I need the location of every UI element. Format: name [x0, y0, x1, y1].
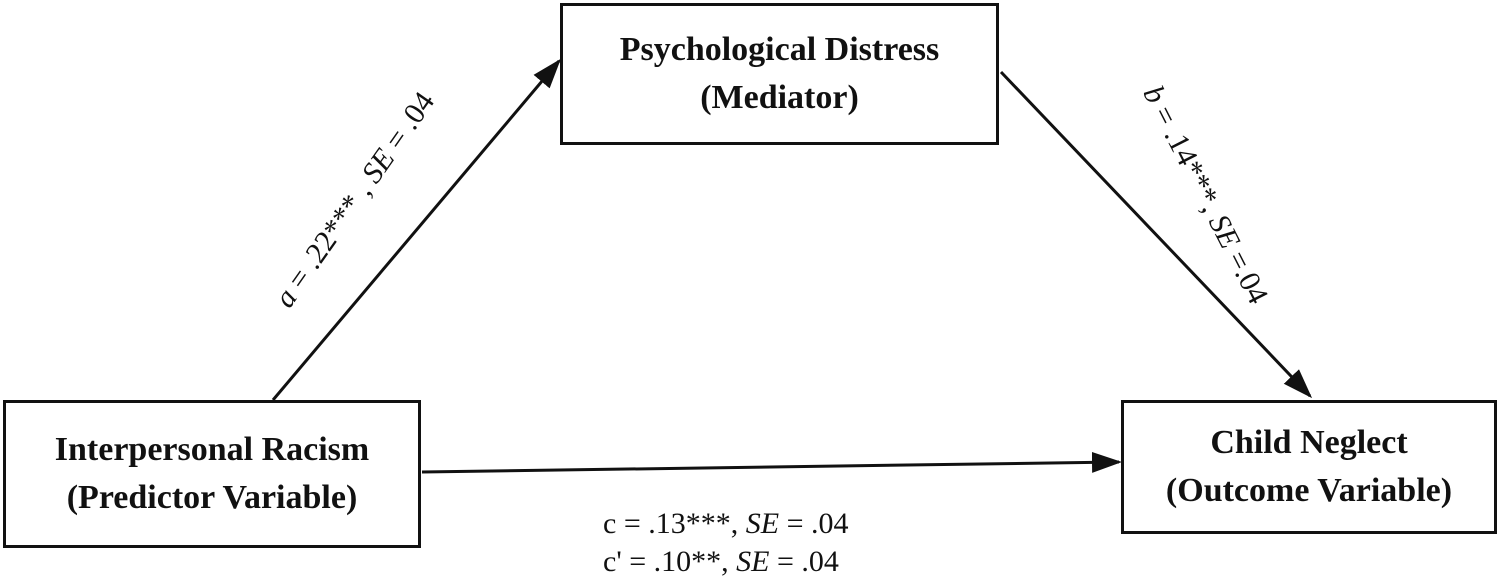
path-c-prime-se-value: = .04 — [769, 545, 839, 578]
path-c-prime-label: c' = .10**, SE = .04 — [603, 545, 839, 579]
path-c-se-value: = .04 — [779, 507, 849, 540]
outcome-role: (Outcome Variable) — [1165, 472, 1453, 509]
path-c-se-label: SE — [745, 507, 780, 540]
predictor-box: Interpersonal Racism (Predictor Variable… — [3, 400, 421, 548]
mediator-role: (Mediator) — [700, 79, 859, 116]
path-c-prime-se-label: SE — [736, 545, 770, 578]
predictor-title: Interpersonal Racism — [54, 431, 370, 468]
path-c-label: c = .13***, SE = .04 — [603, 507, 849, 541]
path-c-symbol: c — [603, 507, 617, 540]
outcome-box: Child Neglect (Outcome Variable) — [1121, 400, 1497, 534]
arrow-a — [271, 58, 561, 401]
arrow-c — [421, 451, 1122, 474]
predictor-role: (Predictor Variable) — [66, 479, 358, 516]
path-c-value: = .13***, — [616, 507, 746, 540]
mediator-box: Psychological Distress (Mediator) — [560, 3, 999, 145]
mediator-title: Psychological Distress — [619, 31, 940, 68]
arrow-b — [999, 70, 1313, 399]
path-c-prime-value: = .10**, — [621, 545, 737, 578]
outcome-title: Child Neglect — [1210, 424, 1408, 461]
path-c-prime-symbol: c' — [603, 545, 622, 578]
